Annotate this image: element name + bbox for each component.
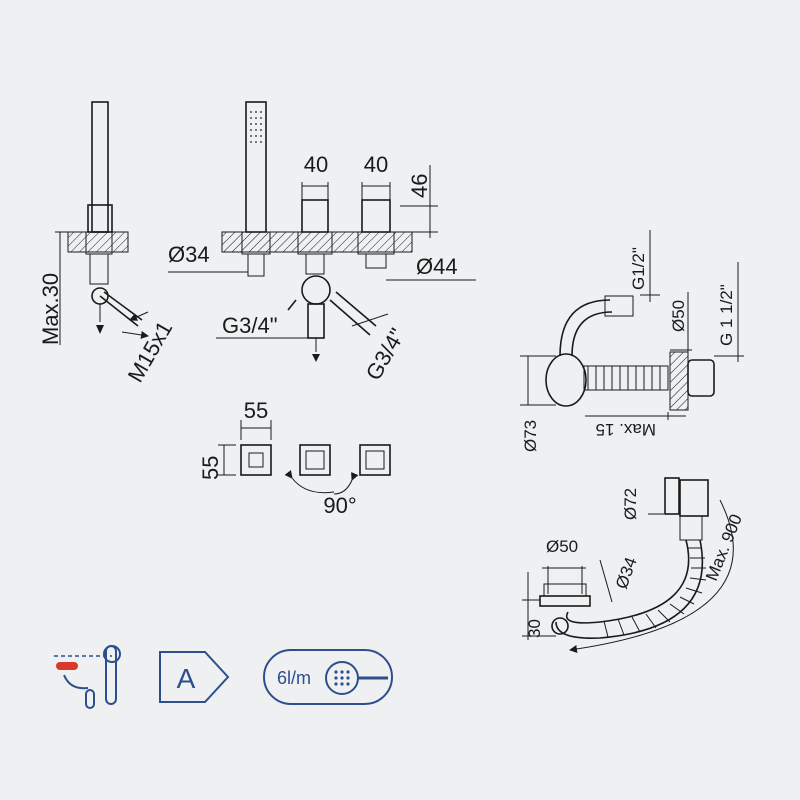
diverter-body [301,275,331,305]
dim-g112: G 1 1/2" [717,284,736,346]
dim-40-a: 40 [304,152,328,177]
flex-hose-view: Ø50 30 Ø34 Ø72 Max. 900 [522,477,746,653]
dim-40-b: 40 [364,152,388,177]
dim-g12: G1/2" [629,247,648,290]
dim-dia50-top: Ø50 [669,300,688,332]
dim-55-w: 55 [244,398,268,423]
energy-class-icon: A [159,651,230,703]
square-handle-1 [240,444,272,476]
dim-max900: Max. 900 [702,512,746,584]
dim-g34-left: G3/4" [222,313,278,338]
dim-dia34-top: Ø34 [168,242,210,267]
dim-h30: 30 [525,619,544,638]
mixer-handle-1 [301,199,329,233]
flow-rate-icon: 6l/m [263,649,393,705]
hose-outer [565,539,690,624]
square-handle-3 [359,444,391,476]
dim-46: 46 [407,174,432,198]
mount-thread [89,253,109,285]
dim-m15x1: M15x1 [123,317,178,387]
dim-max30: Max.30 [38,273,63,345]
mixer-valve-body [545,353,587,407]
concealed-body-view: Ø73 G1/2" Ø50 G 1 1/2" Max. 15 [520,230,744,452]
dim-90deg: 90° [323,493,356,518]
dim-dia44: Ø44 [416,254,458,279]
dim-dia50-bottom: Ø50 [546,537,578,556]
spray-dots [250,111,262,143]
dim-55-h: 55 [198,456,223,480]
wall-section [669,351,689,411]
mixer-handle-2 [361,199,391,233]
handle-top-views: 55 55 90° [198,398,391,518]
energy-class-label: A [177,663,196,694]
deck-section-left [67,231,129,253]
handshower-body [91,101,109,233]
dim-dia72: Ø72 [621,488,640,520]
front-view-assembly: 40 40 46 Ø34 Ø44 G3/4" G3/4" [168,101,476,385]
square-handle-2 [299,444,331,476]
deck-section-front [221,231,413,253]
hose-ribs [603,547,707,638]
hot-cold-mixer-icon [54,645,121,709]
front-handshower [245,101,267,233]
max900-arc [569,499,734,653]
flow-rate-label: 6l/m [277,668,311,688]
side-view-handshower: Max.30 M15x1 [38,101,178,387]
dim-dia34-bottom: Ø34 [612,555,641,592]
dim-dia73: Ø73 [521,420,540,452]
corrugated-hose-top [583,365,669,391]
dim-max15: Max. 15 [596,420,656,439]
